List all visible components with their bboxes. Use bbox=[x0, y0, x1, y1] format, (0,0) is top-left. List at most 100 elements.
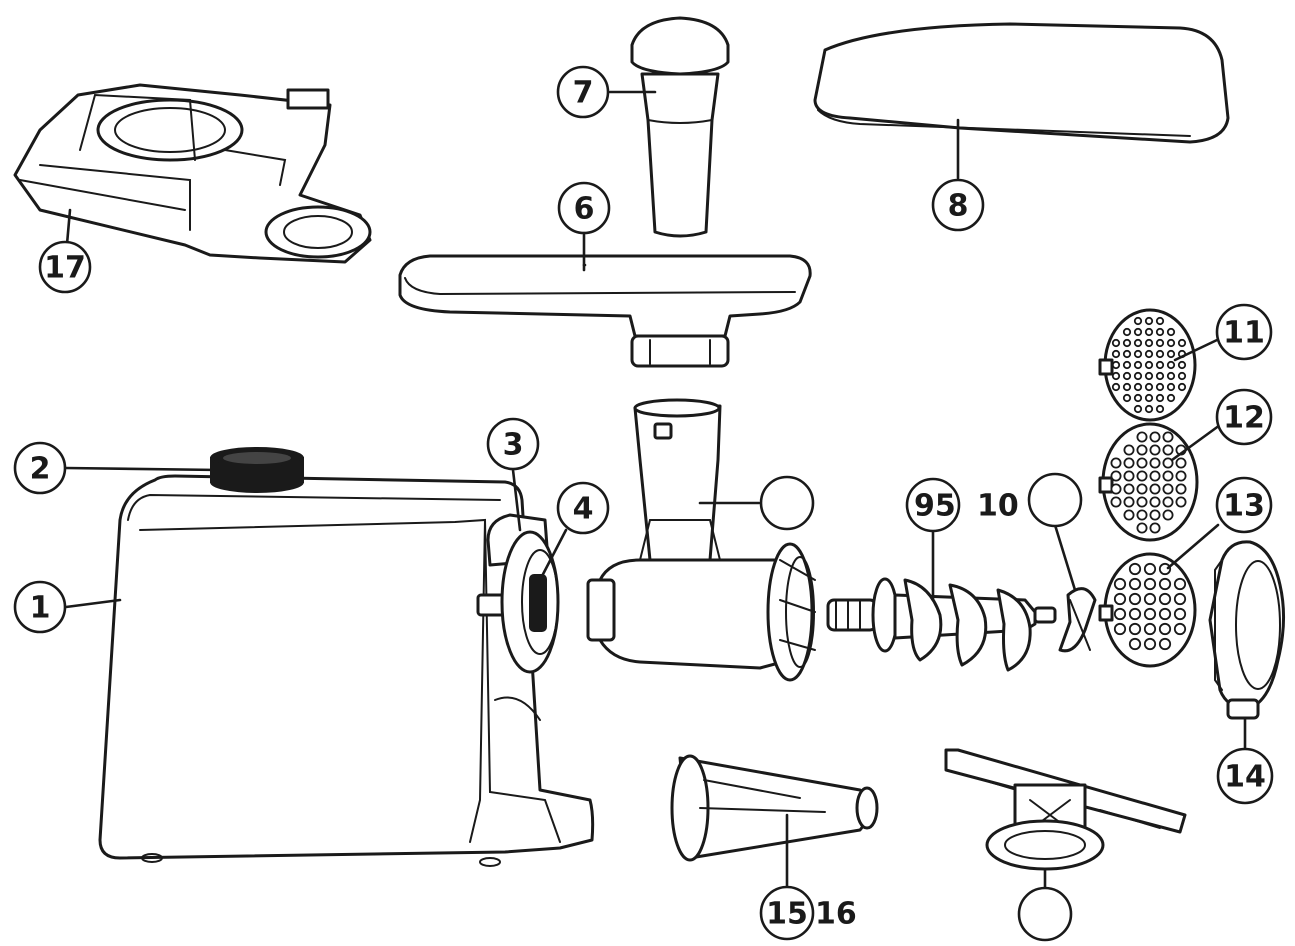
plate-hole bbox=[1133, 393, 1143, 403]
svg-text:14: 14 bbox=[1224, 760, 1266, 795]
callout-blank-attachment bbox=[1017, 886, 1073, 942]
leader-lines bbox=[63, 90, 1247, 892]
plate-hole bbox=[1166, 393, 1176, 403]
plate-hole bbox=[1144, 360, 1154, 370]
plate-hole bbox=[1175, 496, 1187, 508]
callout-4: 4 bbox=[556, 481, 610, 535]
plate-hole bbox=[1133, 404, 1143, 414]
plate-hole bbox=[1177, 371, 1187, 381]
plate-hole bbox=[1110, 483, 1122, 495]
plate-hole bbox=[1173, 607, 1187, 621]
callout-1: 1 bbox=[13, 580, 67, 634]
plate-hole bbox=[1144, 349, 1154, 359]
plate-hole bbox=[1177, 360, 1187, 370]
callout-blank-head bbox=[759, 475, 815, 531]
plate-hole bbox=[1144, 371, 1154, 381]
callout-8: 8 bbox=[931, 178, 985, 232]
plate-hole bbox=[1155, 382, 1165, 392]
plate-hole bbox=[1133, 382, 1143, 392]
plate-hole bbox=[1122, 338, 1132, 348]
plate-hole bbox=[1149, 509, 1161, 521]
plate-hole bbox=[1143, 592, 1157, 606]
drive-socket bbox=[476, 513, 560, 721]
plate-hole bbox=[1149, 431, 1161, 443]
auger bbox=[826, 577, 1057, 672]
plate-hole bbox=[1133, 371, 1143, 381]
plate-hole bbox=[1173, 592, 1187, 606]
plate-hole bbox=[1158, 607, 1172, 621]
svg-text:12: 12 bbox=[1223, 401, 1265, 436]
plate-hole bbox=[1155, 316, 1165, 326]
callout-12: 12 bbox=[1215, 388, 1273, 446]
svg-text:13: 13 bbox=[1223, 489, 1265, 524]
plate-hole bbox=[1123, 457, 1135, 469]
plate-hole bbox=[1175, 470, 1187, 482]
plate-hole bbox=[1175, 483, 1187, 495]
plate-hole bbox=[1158, 622, 1172, 636]
plate-hole bbox=[1162, 483, 1174, 495]
plate-hole bbox=[1113, 592, 1127, 606]
plate-hole bbox=[1144, 338, 1154, 348]
plate-hole bbox=[1110, 496, 1122, 508]
svg-text:4: 4 bbox=[573, 492, 594, 527]
food-pusher bbox=[630, 16, 730, 238]
svg-text:11: 11 bbox=[1223, 316, 1265, 351]
cutting-blade bbox=[1058, 587, 1097, 653]
plate-hole bbox=[1166, 349, 1176, 359]
plate-hole bbox=[1149, 496, 1161, 508]
plate-hole bbox=[1122, 349, 1132, 359]
plate-hole bbox=[1122, 393, 1132, 403]
plate-hole bbox=[1173, 577, 1187, 591]
plate-hole bbox=[1175, 457, 1187, 469]
plate-hole bbox=[1162, 444, 1174, 456]
plate-hole bbox=[1128, 607, 1142, 621]
svg-text:1: 1 bbox=[30, 591, 51, 626]
food-tray bbox=[398, 254, 812, 368]
slicer-attachment bbox=[944, 748, 1187, 871]
plate-hole bbox=[1110, 457, 1122, 469]
plate-hole bbox=[1123, 470, 1135, 482]
svg-text:2: 2 bbox=[30, 452, 51, 487]
plate-hole bbox=[1128, 637, 1142, 651]
plate-hole bbox=[1155, 338, 1165, 348]
plate-hole bbox=[1158, 637, 1172, 651]
callout-15: 15 bbox=[759, 885, 815, 941]
plate-hole bbox=[1143, 577, 1157, 591]
plate-hole bbox=[1158, 592, 1172, 606]
plate-hole bbox=[1162, 496, 1174, 508]
plate-hole bbox=[1136, 470, 1148, 482]
free-labels: 95 10 16 bbox=[815, 477, 1019, 932]
plate-hole bbox=[1166, 382, 1176, 392]
plate-hole bbox=[1162, 509, 1174, 521]
plate-hole bbox=[1123, 496, 1135, 508]
plate-hole bbox=[1155, 327, 1165, 337]
svg-text:15: 15 bbox=[766, 897, 808, 932]
plate-hole bbox=[1143, 622, 1157, 636]
plate-hole bbox=[1113, 607, 1127, 621]
callout-6: 6 bbox=[557, 181, 611, 235]
svg-text:7: 7 bbox=[573, 76, 594, 111]
control-knob bbox=[210, 447, 304, 493]
ring-nut bbox=[1208, 540, 1286, 720]
plate-hole bbox=[1128, 562, 1142, 576]
callout-2: 2 bbox=[13, 441, 67, 495]
plate-hole bbox=[1173, 622, 1187, 636]
plate-hole bbox=[1111, 338, 1121, 348]
sausage-nozzle bbox=[670, 754, 879, 862]
plate-hole bbox=[1122, 327, 1132, 337]
plate-hole bbox=[1149, 483, 1161, 495]
callout-3: 3 bbox=[486, 417, 540, 471]
callouts: 17 2 1 3 4 7 6 8 bbox=[13, 65, 1274, 942]
svg-text:3: 3 bbox=[503, 428, 524, 463]
label-16: 16 bbox=[815, 897, 857, 932]
plate-hole bbox=[1149, 444, 1161, 456]
plate-hole bbox=[1144, 382, 1154, 392]
coarse-plate bbox=[1098, 552, 1197, 668]
plate-hole bbox=[1122, 360, 1132, 370]
plate-hole bbox=[1155, 393, 1165, 403]
plate-hole bbox=[1155, 404, 1165, 414]
svg-text:8: 8 bbox=[948, 189, 969, 224]
fine-plate bbox=[1098, 308, 1197, 422]
plate-hole bbox=[1123, 444, 1135, 456]
